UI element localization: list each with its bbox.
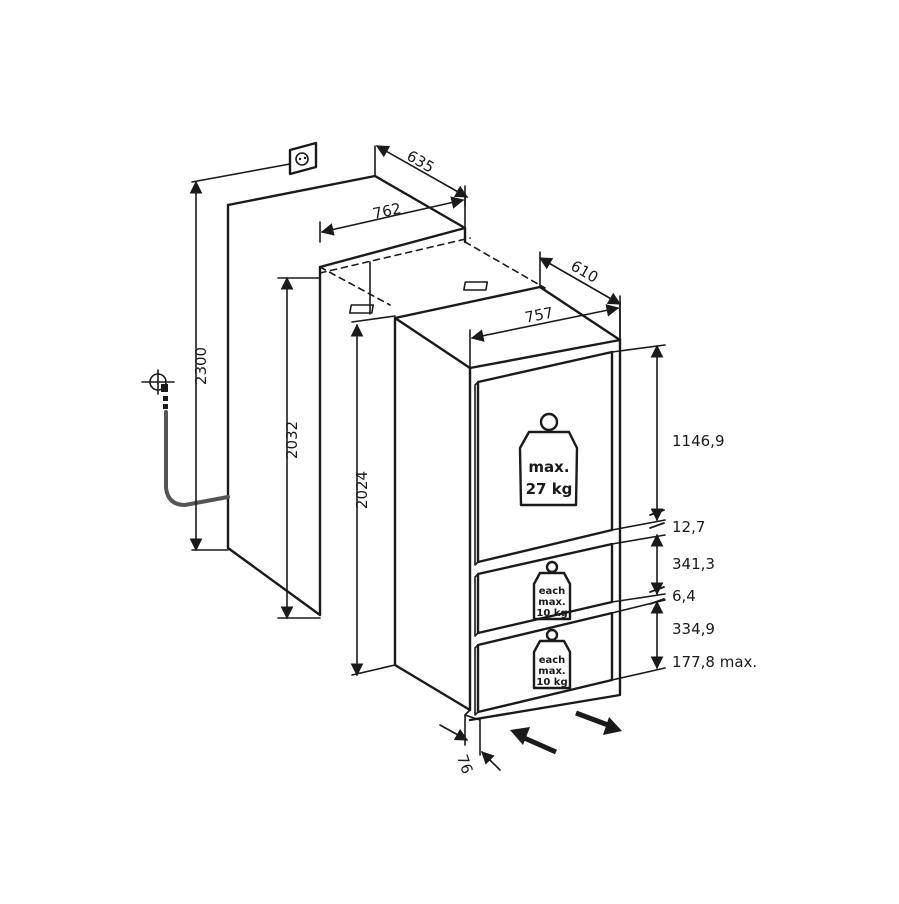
weight-drawer2-line3: 10 kg xyxy=(536,677,567,688)
dim-6-4-label: 6,4 xyxy=(672,587,696,605)
weight-drawer1-line2: max. xyxy=(538,597,565,608)
dim-2024-label: 2024 xyxy=(353,471,371,509)
dim-635-label: 635 xyxy=(404,147,438,177)
dim-2032-label: 2032 xyxy=(283,421,301,459)
dim-2024: 2024 xyxy=(350,315,396,677)
water-hose xyxy=(164,410,230,508)
weight-icon-drawer-upper: each max. 10 kg xyxy=(532,560,572,621)
dim-757: 757 xyxy=(469,301,621,369)
dim-76: 76 xyxy=(439,714,501,776)
dim-177-label: 177,8 max. xyxy=(672,653,757,671)
dim-341-label: 341,3 xyxy=(672,555,715,573)
dim-2032: 2032 xyxy=(277,276,321,620)
weight-top-line1: max. xyxy=(528,458,569,476)
weight-drawer1-line3: 10 kg xyxy=(536,608,567,619)
dim-610-label: 610 xyxy=(568,257,602,287)
dim-757-label: 757 xyxy=(523,304,555,327)
weight-drawer2-line2: max. xyxy=(538,666,565,677)
dim-2300: 2300 xyxy=(189,163,291,552)
dim-762: 762 xyxy=(319,185,466,243)
arrow-in-icon xyxy=(510,727,558,755)
dim-2300-label: 2300 xyxy=(192,347,210,385)
weight-icon-door: max. 27 kg xyxy=(518,412,579,507)
niche-outline xyxy=(226,174,546,617)
fridge-body xyxy=(348,281,622,722)
dim-76-label: 76 xyxy=(453,752,476,776)
weight-icon-drawer-lower: each max. 10 kg xyxy=(532,628,572,690)
weight-drawer1-line1: each xyxy=(539,586,566,597)
arrow-out-icon xyxy=(575,710,622,735)
dim-12-7-label: 12,7 xyxy=(672,518,705,536)
weight-top-line2: 27 kg xyxy=(526,480,573,498)
dim-762-label: 762 xyxy=(371,199,403,223)
weight-drawer2-line1: each xyxy=(539,655,566,666)
dim-1146-label: 1146,9 xyxy=(672,432,725,450)
dim-door-stack: 1146,9 12,7 341,3 6,4 334,9 177,8 max. xyxy=(611,344,757,681)
power-socket-icon xyxy=(288,141,318,176)
dim-334-label: 334,9 xyxy=(672,620,715,638)
water-tap-icon xyxy=(141,369,175,409)
